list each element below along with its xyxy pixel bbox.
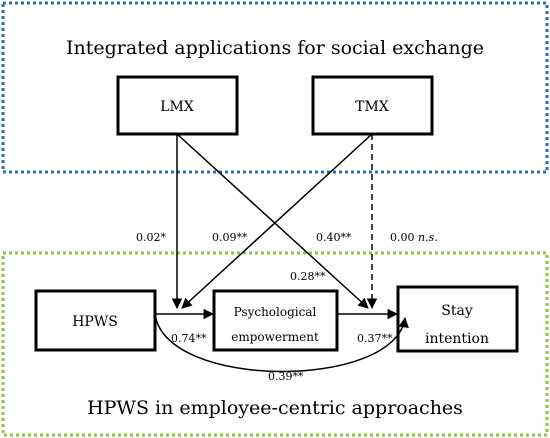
- coef-tmx-to-si-sig: n.s.: [418, 231, 438, 244]
- arrow-lmx-to-si: [176, 133, 369, 309]
- top-frame: [1, 1, 549, 174]
- hpws-label: HPWS: [72, 314, 118, 330]
- arrow-hpws-to-si-curved: [154, 313, 409, 373]
- lmx-box: [116, 75, 239, 136]
- tmx-box: [311, 75, 434, 136]
- bottom-frame: [1, 251, 549, 437]
- tmx-label: TMX: [355, 99, 389, 115]
- coef-hpws-to-si-direct: 0.39**: [268, 370, 304, 383]
- coef-tmx-to-pe: 0.09**: [212, 231, 248, 244]
- coef-tmx-to-si-value: 0.00: [390, 231, 415, 244]
- psychological-empowerment-box: [212, 289, 339, 352]
- psychological-empowerment-label-line2: empowerment: [231, 330, 319, 344]
- arrow-tmx-to-pe: [181, 133, 373, 309]
- psychological-empowerment-label-line1: Psychological: [234, 305, 317, 319]
- lmx-label: LMX: [160, 99, 194, 115]
- stay-intention-box: [396, 285, 519, 353]
- coef-lmx-to-si: 0.40**: [316, 231, 352, 244]
- stay-intention-label-line2: intention: [425, 331, 489, 347]
- coef-tmx-to-si: 0.00 n.s.: [390, 231, 438, 244]
- coef-hpws-to-si-mediated: 0.37**: [357, 332, 393, 345]
- bottom-frame-title: HPWS in employee-centric approaches: [87, 397, 463, 419]
- coef-lmx-to-pe: 0.02*: [136, 231, 166, 244]
- coef-hpws-to-pe: 0.74**: [171, 332, 207, 345]
- hpws-box: [34, 289, 157, 352]
- coef-pe-to-si: 0.28**: [290, 270, 326, 283]
- top-frame-title: Integrated applications for social excha…: [66, 37, 484, 59]
- stay-intention-label-line1: Stay: [441, 303, 473, 319]
